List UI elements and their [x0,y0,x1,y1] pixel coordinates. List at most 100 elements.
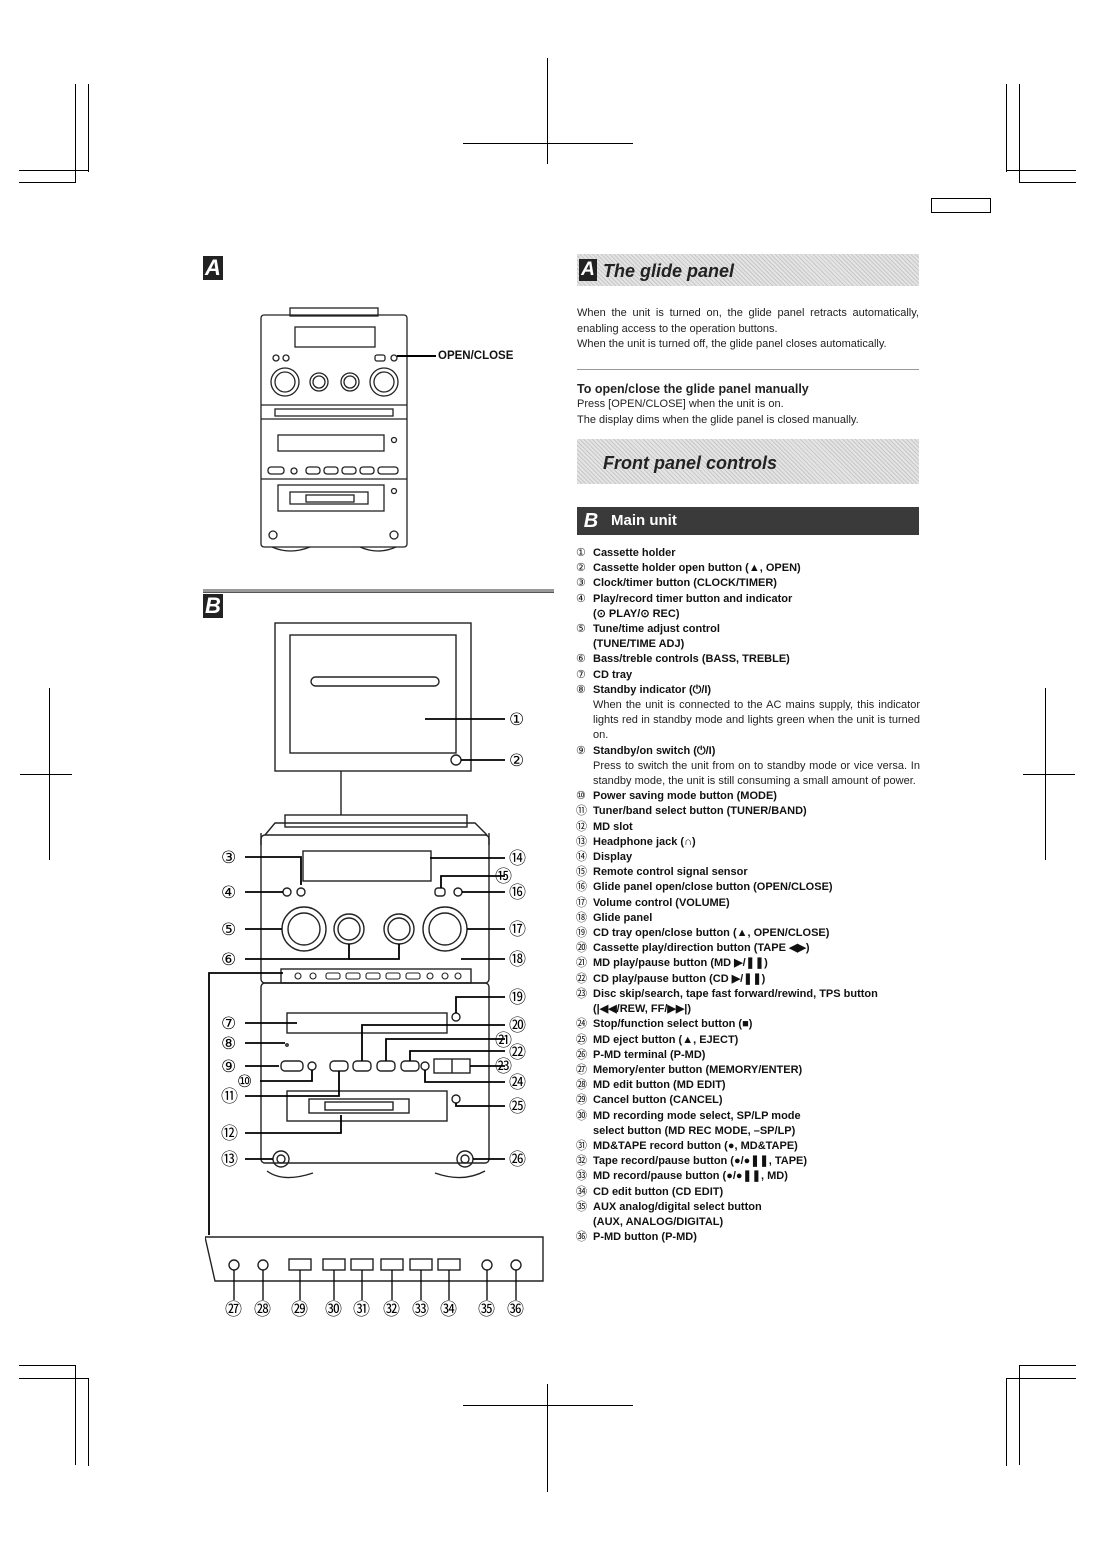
intro-line: When the unit is turned on, the glide pa… [577,307,919,335]
part-item: ⑭ Display [576,850,920,865]
part-number: ㉔ [576,1018,587,1031]
part-label: Clock/timer button (CLOCK/TIMER) [593,577,777,590]
part-label: MD slot [593,820,633,833]
part-number: ㉘ [576,1079,587,1092]
part-number: ④ [576,592,586,605]
part-number: ⑨ [576,744,586,757]
part-label: Glide panel [593,911,653,924]
callout-24: ㉔ [509,1073,526,1092]
callout-11: ⑪ [221,1087,238,1106]
front-panel-heading: Front panel controls [603,453,778,473]
part-label: Glide panel open/close button (OPEN/CLOS… [593,881,833,894]
main-unit-banner: B Main unit [577,507,919,535]
callout-10: ⑩ [237,1072,252,1091]
manual-instructions: Press [OPEN/CLOSE] when the unit is on. … [577,397,919,428]
part-number: ㉕ [576,1033,587,1046]
callout-14: ⑭ [509,849,526,868]
manual-line: The display dims when the glide panel is… [577,413,859,426]
callout-1: ① [509,710,524,729]
part-number: ⑰ [576,896,587,909]
part-number: ⑪ [576,805,587,818]
part-label: P-MD terminal (P-MD) [593,1048,706,1061]
part-label: Remote control signal sensor [593,866,748,879]
callout-20: ⑳ [509,1016,526,1035]
part-number: ㉛ [576,1139,587,1152]
part-number: ⑫ [576,820,587,833]
glide-panel-illustration [260,307,436,552]
part-number: ⑭ [576,851,587,864]
part-label-cont: select button (MD REC MODE, –SP/LP) [593,1124,796,1137]
callout-29: ㉙ [291,1300,308,1319]
part-label: Volume control (VOLUME) [593,896,730,909]
section-rule [577,369,919,370]
part-item: ⑫ MD slot [576,820,920,835]
part-number: ⑮ [576,866,587,879]
part-item: ㉛ MD&TAPE record button (●, MD&TAPE) [576,1139,920,1154]
part-number: ㉞ [576,1185,587,1198]
callout-28: ㉘ [254,1300,271,1319]
main-unit-illustration: ① ② ⑭ ⑮ ⑯ ⑰ ⑱ ⑲ ⑳ ㉑ ㉒ ㉓ ㉔ ㉕ ㉖ ③ ④ ⑤ ⑥ ⑦ … [205,622,544,1319]
manual-heading: To open/close the glide panel manually [577,382,809,396]
callout-16: ⑯ [509,883,526,902]
callout-6: ⑥ [221,950,236,969]
callout-21: ㉑ [495,1031,512,1050]
callout-34: ㉞ [440,1300,457,1319]
part-label: Play/record timer button and indicator [593,592,793,605]
callout-17: ⑰ [509,920,526,939]
part-number: ② [576,562,586,575]
callout-33: ㉝ [412,1300,429,1319]
glide-panel-intro: When the unit is turned on, the glide pa… [577,306,919,353]
callout-3: ③ [221,848,236,867]
part-number: ㉝ [576,1170,587,1183]
intro-line: When the unit is turned off, the glide p… [577,338,887,350]
callout-23: ㉓ [495,1057,512,1076]
front-panel-banner: Front panel controls [577,439,919,484]
part-label: Tune/time adjust control [593,623,720,636]
callout-18: ⑱ [509,950,526,969]
callout-30: ㉚ [325,1300,342,1319]
section-b-letter: B [203,594,223,618]
part-label: Disc skip/search, tape fast forward/rewi… [593,987,878,1000]
part-label-cont: (⊙ PLAY/⊙ REC) [593,607,680,620]
part-label: Cassette play/direction button (TAPE ◀▶) [593,942,810,955]
part-item: ㉕ MD eject button (▲, EJECT) [576,1033,920,1048]
callout-9: ⑨ [221,1057,236,1076]
part-label: MD eject button (▲, EJECT) [593,1033,739,1046]
part-label: MD&TAPE record button (●, MD&TAPE) [593,1139,798,1152]
part-item: ⑯ Glide panel open/close button (OPEN/CLO… [576,880,920,895]
part-number: ⑯ [576,881,587,894]
callout-4: ④ [221,883,236,902]
glide-panel-banner: A The glide panel [577,254,919,286]
callout-31: ㉛ [353,1300,370,1319]
part-number: ㉚ [576,1109,587,1122]
part-label: CD tray open/close button (▲, OPEN/CLOSE… [593,927,830,940]
part-label-cont: (|◀◀/REW, FF/▶▶|) [593,1003,692,1016]
callout-15: ⑮ [495,867,512,886]
callout-36: ㊱ [507,1300,524,1319]
part-number: ⑥ [576,653,586,666]
part-label: CD tray [593,668,633,681]
part-label-cont: (AUX, ANALOG/DIGITAL) [593,1215,724,1228]
section-a-letter: A [203,256,223,280]
part-number: ㉜ [576,1155,587,1168]
part-label: Standby indicator (⏻/I) [593,683,712,696]
part-label: Display [593,851,633,864]
part-number: ㉙ [576,1094,587,1107]
